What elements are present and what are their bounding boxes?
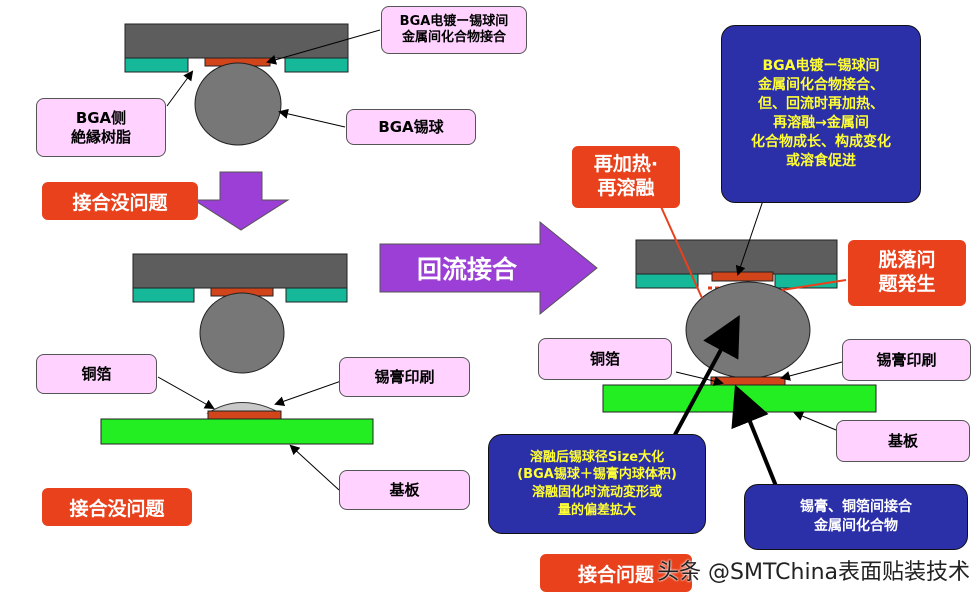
reheat-pointer <box>657 199 703 299</box>
copper-pad <box>207 410 282 420</box>
badge-joint-problem: 接合问题 <box>540 554 692 592</box>
label-copper-left: 铜箔 <box>36 354 157 394</box>
top-bga-package <box>124 23 349 146</box>
solder-ball <box>194 62 282 146</box>
down-arrow <box>192 171 290 231</box>
substrate <box>100 418 374 445</box>
pointer-lines <box>157 29 843 491</box>
label-paste-left: 锡膏印刷 <box>339 357 470 397</box>
label-imc-top: BGA电镀ー锡球间 金属间化合物接合 <box>381 6 527 54</box>
blue-note-ball-size: 溶融后锡球径Size大化 (BGA锡球＋锡膏内球体积) 溶融固化时流动変形或 量… <box>488 434 706 534</box>
badge-reheat: 再加热· 再溶融 <box>572 146 680 208</box>
reflow-label: 回流接合 <box>416 255 517 284</box>
watermark: 头条 @SMTChina表面贴装技术 <box>657 560 970 585</box>
label-substrate-right: 基板 <box>836 420 970 462</box>
resin-left <box>124 57 189 73</box>
blue-note-imc: BGA电镀ー锡球间 金属间化合物接合、 但、回流时再加热、 再溶融→金属间 化合… <box>721 25 921 203</box>
badge-ok-middle: 接合没问题 <box>42 488 192 526</box>
badge-ok-top: 接合没问题 <box>42 182 198 220</box>
badge-fall-off: 脱落问 题発生 <box>848 240 966 306</box>
label-substrate-left: 基板 <box>339 470 470 510</box>
label-resin: BGA侧 絶縁树脂 <box>36 98 166 157</box>
label-paste-right: 锡膏印刷 <box>842 339 971 381</box>
reflow-arrow <box>379 220 598 316</box>
label-copper-right: 铜箔 <box>538 338 672 380</box>
resin-right <box>284 57 349 73</box>
right-bga-package <box>602 239 877 413</box>
label-solder-ball: BGA锡球 <box>346 109 476 145</box>
middle-bga-package <box>100 253 374 445</box>
blue-note-paste-joint: 锡膏、铜箔间接合 金属间化合物 <box>744 484 968 550</box>
thick-arrows <box>662 314 778 487</box>
